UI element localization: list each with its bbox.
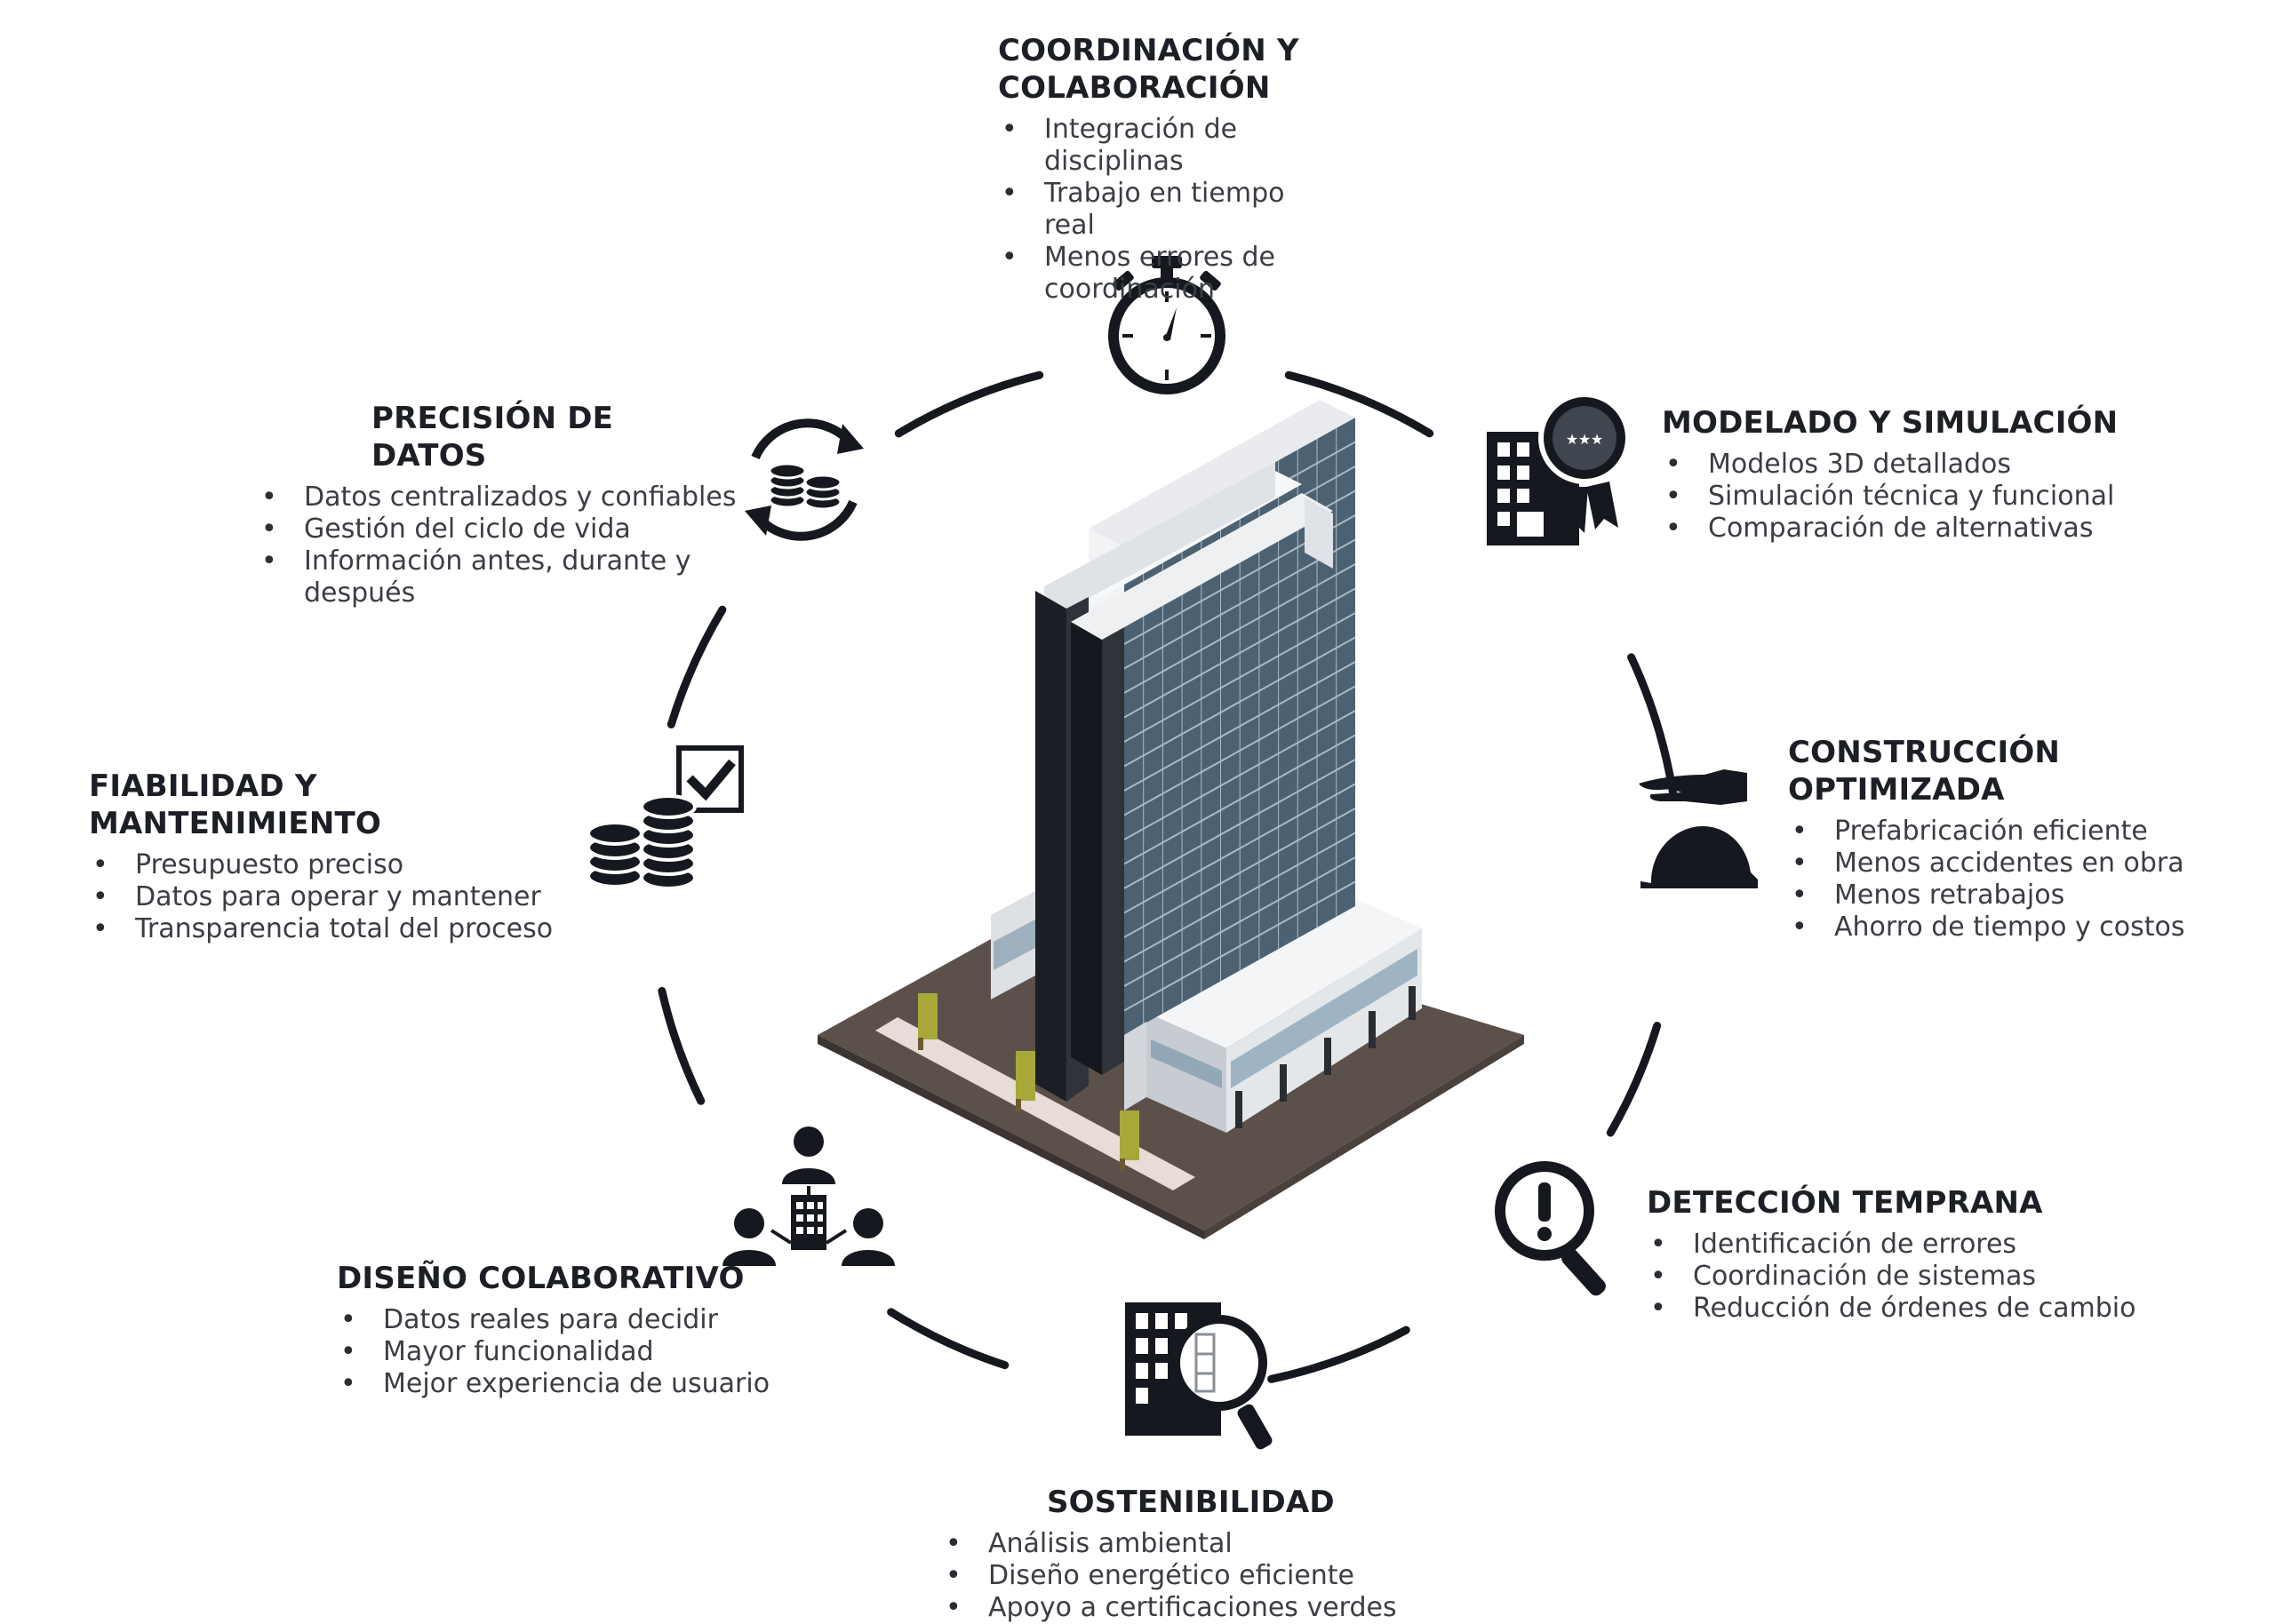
svg-text:★: ★ (1566, 431, 1578, 448)
section-list: Presupuesto preciso Datos para operar y … (89, 849, 587, 945)
list-item: Mayor funcionalidad (340, 1336, 834, 1368)
ring-arc (658, 986, 706, 1105)
section-title: COORDINACIÓN Y COLABORACIÓN (998, 33, 1299, 106)
list-item: Datos centralizados y confiables (261, 482, 738, 513)
ring-arc (667, 605, 727, 728)
magnifier-alert-icon (1495, 1161, 1606, 1296)
section-title: PRECISIÓN DE DATOS (371, 401, 614, 474)
hand-hardhat-icon (1639, 769, 1758, 888)
section-title: DISEÑO COLABORATIVO (337, 1261, 745, 1296)
list-item: Integración de disciplinas (1002, 114, 1300, 178)
section-title: SOSTENIBILIDAD (1047, 1485, 1335, 1520)
list-item: Coordinación de sistemas (1650, 1261, 2215, 1293)
ring-arc (887, 1308, 1010, 1370)
section-list: Análisis ambiental Diseño energético efi… (942, 1528, 1475, 1624)
list-item: Ahorro de tiempo y costos (1792, 912, 2259, 943)
ring-arc (894, 370, 1044, 438)
list-item: Reducción de órdenes de cambio (1650, 1293, 2215, 1325)
section-title: MODELADO Y SIMULACIÓN (1662, 405, 2119, 441)
section-list: Prefabricación eficiente Menos accidente… (1788, 816, 2259, 943)
section-deteccion: DETECCIÓN TEMPRANA Identificación de err… (1647, 1184, 2215, 1325)
coins-check-icon (587, 745, 744, 890)
list-item: Datos reales para decidir (340, 1304, 834, 1336)
section-construccion: CONSTRUCCIÓN OPTIMIZADA Prefabricación e… (1788, 734, 2259, 943)
list-item: Comparación de alternativas (1665, 513, 2231, 545)
section-list: Datos centralizados y confiables Gestión… (258, 482, 738, 609)
section-list: Integración de disciplinas Trabajo en ti… (998, 114, 1300, 306)
stopwatch-icon (1108, 256, 1225, 394)
list-item: Apoyo a certificaciones verdes (946, 1592, 1475, 1624)
list-item: Menos accidentes en obra (1792, 848, 2259, 880)
section-title: DETECCIÓN TEMPRANA (1647, 1185, 2043, 1221)
sidewalk (875, 1017, 1195, 1190)
list-item: Información antes, durante y después (261, 545, 738, 609)
list-item: Transparencia total del proceso (92, 913, 587, 945)
list-item: Identificación de errores (1650, 1229, 2215, 1261)
section-coordinacion: COORDINACIÓN Y COLABORACIÓN Integración … (998, 32, 1300, 306)
section-modelado: MODELADO Y SIMULACIÓN Modelos 3D detalla… (1662, 404, 2231, 545)
list-item: Datos para operar y mantener (92, 881, 587, 913)
coins-cycle-icon (745, 418, 864, 541)
list-item: Análisis ambiental (946, 1528, 1475, 1560)
list-item: Diseño energético eficiente (946, 1560, 1475, 1592)
section-diseno: DISEÑO COLABORATIVO Datos reales para de… (337, 1260, 834, 1400)
section-fiabilidad: FIABILIDAD Y MANTENIMIENTO Presupuesto p… (89, 768, 587, 945)
trees (918, 993, 1139, 1171)
ring-arc (1284, 370, 1434, 438)
list-item: Mejor experiencia de usuario (340, 1368, 834, 1400)
building-award-icon: ★★★ (1487, 392, 1631, 545)
section-precision: PRECISIÓN DE DATOS Datos centralizados y… (258, 400, 738, 609)
section-list: Modelos 3D detallados Simulación técnica… (1662, 449, 2231, 545)
list-item: Gestión del ciclo de vida (261, 513, 738, 545)
list-item: Presupuesto preciso (92, 849, 587, 881)
people-network-icon (722, 1126, 895, 1266)
ring-arc (1267, 1325, 1410, 1383)
list-item: Prefabricación eficiente (1792, 816, 2259, 848)
section-sostenibilidad: SOSTENIBILIDAD Análisis ambiental Diseño… (942, 1484, 1475, 1624)
list-item: Modelos 3D detallados (1665, 449, 2231, 481)
section-list: Datos reales para decidir Mayor funciona… (337, 1304, 834, 1400)
svg-text:★: ★ (1591, 431, 1603, 448)
central-building-illustration (818, 400, 1524, 1239)
section-title: CONSTRUCCIÓN OPTIMIZADA (1788, 735, 2061, 808)
section-title: FIABILIDAD Y MANTENIMIENTO (89, 768, 381, 841)
svg-text:★: ★ (1578, 431, 1591, 448)
list-item: Menos errores de coordinación (1002, 242, 1300, 306)
list-item: Menos retrabajos (1792, 880, 2259, 912)
section-list: Identificación de errores Coordinación d… (1647, 1229, 2215, 1325)
ring-arc (1606, 1022, 1662, 1137)
building-search-icon (1125, 1302, 1273, 1450)
list-item: Simulación técnica y funcional (1665, 481, 2231, 513)
list-item: Trabajo en tiempo real (1002, 178, 1300, 242)
